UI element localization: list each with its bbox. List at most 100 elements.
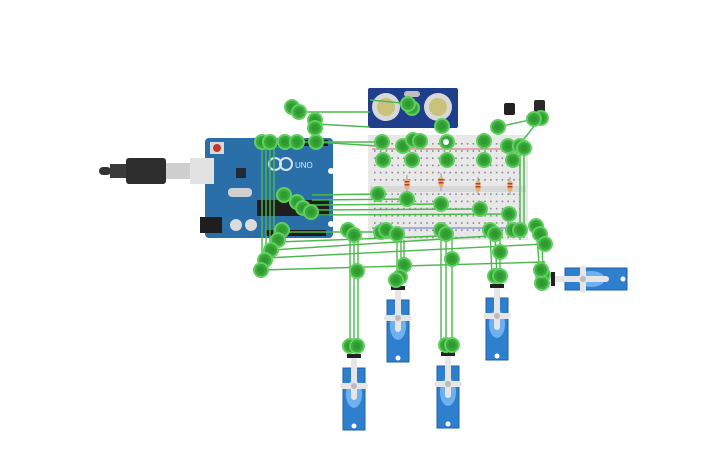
breadboard-hole[interactable] xyxy=(414,179,417,181)
breadboard-hole[interactable] xyxy=(391,200,393,203)
wire-endpoint-handle[interactable] xyxy=(374,134,390,150)
breadboard-hole[interactable] xyxy=(391,215,393,217)
breadboard-hole[interactable] xyxy=(414,229,417,231)
breadboard-hole[interactable] xyxy=(507,200,509,203)
wire-endpoint-handle[interactable] xyxy=(487,226,503,242)
breadboard-hole[interactable] xyxy=(472,171,475,174)
breadboard-hole[interactable] xyxy=(426,157,428,159)
breadboard-hole[interactable] xyxy=(408,150,411,152)
breadboard-hole[interactable] xyxy=(472,229,475,231)
breadboard-hole[interactable] xyxy=(490,215,492,217)
breadboard-hole[interactable] xyxy=(472,143,475,145)
breadboard-hole[interactable] xyxy=(466,215,469,217)
breadboard-hole[interactable] xyxy=(472,193,475,195)
wire-endpoint-handle[interactable] xyxy=(537,236,553,252)
wire-endpoint-handle[interactable] xyxy=(307,120,323,136)
breadboard-hole[interactable] xyxy=(385,200,388,203)
breadboard-hole[interactable] xyxy=(420,200,422,203)
wire-endpoint-handle[interactable] xyxy=(349,338,365,354)
breadboard-hole[interactable] xyxy=(397,157,399,159)
wire-endpoint-handle[interactable] xyxy=(476,133,492,149)
breadboard-hole[interactable] xyxy=(385,207,388,210)
breadboard-hole[interactable] xyxy=(391,179,393,181)
breadboard-hole[interactable] xyxy=(501,157,504,159)
breadboard-hole[interactable] xyxy=(420,222,422,224)
breadboard-hole[interactable] xyxy=(478,222,480,224)
breadboard-hole[interactable] xyxy=(385,215,388,217)
breadboard-hole[interactable] xyxy=(472,150,475,152)
breadboard-hole[interactable] xyxy=(408,215,411,217)
wire-endpoint-handle[interactable] xyxy=(444,251,460,267)
temperature-sensor[interactable] xyxy=(534,100,545,112)
breadboard-hole[interactable] xyxy=(432,171,434,174)
breadboard-hole[interactable] xyxy=(391,143,393,145)
breadboard-hole[interactable] xyxy=(397,164,399,167)
servo-3[interactable] xyxy=(434,352,462,429)
breadboard-hole[interactable] xyxy=(437,150,440,152)
breadboard-hole[interactable] xyxy=(374,157,376,159)
wire-endpoint-handle[interactable] xyxy=(308,134,324,150)
breadboard-hole[interactable] xyxy=(501,222,504,224)
wire-endpoint-handle[interactable] xyxy=(388,272,404,288)
breadboard-hole[interactable] xyxy=(484,222,486,224)
breadboard-hole[interactable] xyxy=(455,143,457,145)
breadboard-hole[interactable] xyxy=(379,207,382,210)
servo-horn-vertical[interactable] xyxy=(351,356,357,400)
breadboard-hole[interactable] xyxy=(426,215,428,217)
breadboard-hole[interactable] xyxy=(443,150,446,152)
breadboard-hole[interactable] xyxy=(403,222,405,224)
breadboard-hole[interactable] xyxy=(490,150,492,152)
breadboard-hole[interactable] xyxy=(484,150,486,152)
breadboard-hole[interactable] xyxy=(432,236,434,239)
breadboard-hole[interactable] xyxy=(379,171,382,174)
breadboard-hole[interactable] xyxy=(449,171,451,174)
wire-endpoint-handle[interactable] xyxy=(349,263,365,279)
wire-endpoint-handle[interactable] xyxy=(291,104,307,120)
breadboard-hole[interactable] xyxy=(490,179,492,181)
wire-endpoint-handle[interactable] xyxy=(262,134,278,150)
breadboard-hole[interactable] xyxy=(426,164,428,167)
servo-horn-vertical[interactable] xyxy=(395,288,401,332)
breadboard-hole[interactable] xyxy=(501,164,504,167)
breadboard-hole[interactable] xyxy=(403,179,405,181)
breadboard-hole[interactable] xyxy=(426,200,428,203)
wire-endpoint-handle[interactable] xyxy=(444,337,460,353)
breadboard-hole[interactable] xyxy=(397,207,399,210)
wire-endpoint-handle[interactable] xyxy=(370,186,386,202)
wire-endpoint-handle[interactable] xyxy=(490,119,506,135)
wire-endpoint-handle[interactable] xyxy=(253,262,269,278)
servo-4[interactable] xyxy=(483,284,511,361)
breadboard-hole[interactable] xyxy=(420,171,422,174)
breadboard-hole[interactable] xyxy=(461,150,463,152)
breadboard-hole[interactable] xyxy=(432,193,434,195)
breadboard-hole[interactable] xyxy=(426,207,428,210)
breadboard-hole[interactable] xyxy=(426,236,428,239)
wire-endpoint-handle[interactable] xyxy=(492,244,508,260)
breadboard-hole[interactable] xyxy=(391,164,393,167)
breadboard-hole[interactable] xyxy=(449,222,451,224)
wire[interactable] xyxy=(271,235,491,251)
wire-endpoint-handle[interactable] xyxy=(400,96,416,112)
breadboard-hole[interactable] xyxy=(397,215,399,217)
breadboard-hole[interactable] xyxy=(455,229,457,231)
breadboard-hole[interactable] xyxy=(408,229,411,231)
breadboard-hole[interactable] xyxy=(391,222,393,224)
wire-endpoint-handle[interactable] xyxy=(433,196,449,212)
breadboard-hole[interactable] xyxy=(507,179,509,181)
breadboard-hole[interactable] xyxy=(461,193,463,195)
breadboard-hole[interactable] xyxy=(472,222,475,224)
breadboard-hole[interactable] xyxy=(495,150,498,152)
wire-endpoint-handle[interactable] xyxy=(346,227,362,243)
wire-endpoint-handle[interactable] xyxy=(389,226,405,242)
breadboard-hole[interactable] xyxy=(385,171,388,174)
breadboard-hole[interactable] xyxy=(455,200,457,203)
servo-2[interactable] xyxy=(384,286,412,363)
breadboard-hole[interactable] xyxy=(461,143,463,145)
breadboard-hole[interactable] xyxy=(403,207,405,210)
breadboard-hole[interactable] xyxy=(478,193,480,195)
breadboard-hole[interactable] xyxy=(432,229,434,231)
wire-endpoint-handle[interactable] xyxy=(412,133,428,149)
breadboard-hole[interactable] xyxy=(513,193,515,195)
wire[interactable] xyxy=(311,208,481,211)
